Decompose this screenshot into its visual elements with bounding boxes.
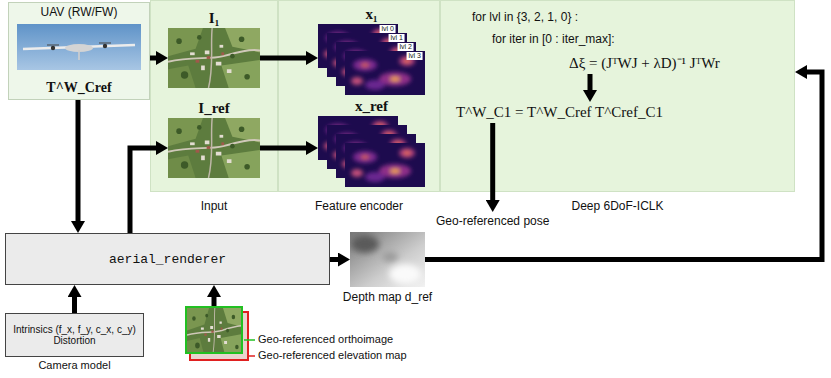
- node-label: lvl 0: [380, 25, 396, 33]
- depth-map: Depth map d_ref: [350, 232, 425, 287]
- flow-arrow: [76, 100, 81, 221]
- node-label: Camera model: [38, 359, 110, 371]
- node-label: Feature encoder: [315, 199, 403, 213]
- image-thumbnail: [185, 306, 243, 354]
- equation: T^W_C1 = T^W_Cref T^Cref_C1: [452, 102, 667, 123]
- node-label: lvl 3: [407, 52, 423, 60]
- image-content: [350, 232, 425, 287]
- node-label: T^W_C1 = T^W_Cref T^Cref_C1: [456, 104, 663, 121]
- node-label: I_ref: [198, 100, 229, 117]
- output-label: Geo-referenced pose: [432, 212, 553, 230]
- node-label: lvl 2: [398, 43, 414, 51]
- orthoimage: Geo-referenced orthoimageGeo-referenced …: [185, 306, 243, 354]
- image-content: [187, 308, 243, 354]
- image-content: [168, 28, 260, 88]
- node-label: Input: [201, 199, 228, 213]
- flow-arrow: [212, 297, 217, 306]
- node-label: Depth map d_ref: [343, 290, 432, 304]
- node-label: Geo-referenced pose: [436, 214, 549, 228]
- node-label: Intrinsics (f_x, f_y, c_x, c_y): [13, 324, 136, 335]
- camera-box: Intrinsics (f_x, f_y, c_x, c_y)Distortio…: [5, 313, 144, 357]
- node-label: Geo-referenced orthoimage: [258, 333, 393, 345]
- image-content: [345, 51, 425, 95]
- node-label: I₁: [209, 10, 219, 27]
- iclk-panel: Deep 6DoF-ICLKfor lvl in {3, 2, 1, 0} :f…: [440, 0, 795, 192]
- image-thumbnail: [17, 24, 141, 70]
- feature-stack: x₁lvl 0lvl 1lvl 2lvl 3: [318, 24, 425, 95]
- encoder-panel: Feature encoderx₁lvl 0lvl 1lvl 2lvl 3x_r…: [278, 0, 440, 192]
- equation: Δξ = (JᵀWJ + λD)⁻¹ JᵀWr: [565, 50, 724, 74]
- flow-arrow: [330, 257, 338, 262]
- node-label: Δξ = (JᵀWJ + λD)⁻¹ JᵀWr: [569, 52, 720, 72]
- image-frame: I₁: [168, 28, 260, 88]
- node-label: Distortion: [53, 335, 95, 346]
- image-thumbnail: [168, 28, 260, 88]
- node-label: x₁: [366, 6, 378, 23]
- image-thumbnail: [168, 118, 260, 178]
- leader-line: [244, 339, 255, 341]
- node-label: for iter in [0 : iter_max]:: [492, 32, 615, 46]
- image-frame: I_ref: [168, 118, 260, 178]
- image-content: [345, 143, 425, 187]
- image-thumbnail: [345, 143, 425, 187]
- node-label: lvl 1: [389, 34, 405, 42]
- image-content: [17, 24, 141, 70]
- node-label: Geo-referenced elevation map: [258, 349, 407, 361]
- feature-stack: x_ref: [318, 116, 425, 187]
- node-label: T^W_Cref: [46, 80, 111, 96]
- renderer-box: aerial_renderer: [5, 233, 330, 285]
- image-content: [168, 118, 260, 178]
- image-thumbnail: [350, 232, 425, 287]
- node-label: x_ref: [355, 98, 388, 115]
- uav-box: UAV (RW/FW) T^W_Cref: [8, 2, 150, 100]
- node-label: aerial_renderer: [109, 252, 226, 267]
- node-label: UAV (RW/FW): [41, 5, 118, 19]
- input-panel: InputI₁I_ref: [150, 0, 278, 192]
- node-label: Deep 6DoF-ICLK: [571, 199, 663, 213]
- flow-arrow: [72, 297, 77, 313]
- node-label: for lvl in {3, 2, 1, 0} :: [472, 10, 578, 24]
- leader-line: [249, 355, 255, 357]
